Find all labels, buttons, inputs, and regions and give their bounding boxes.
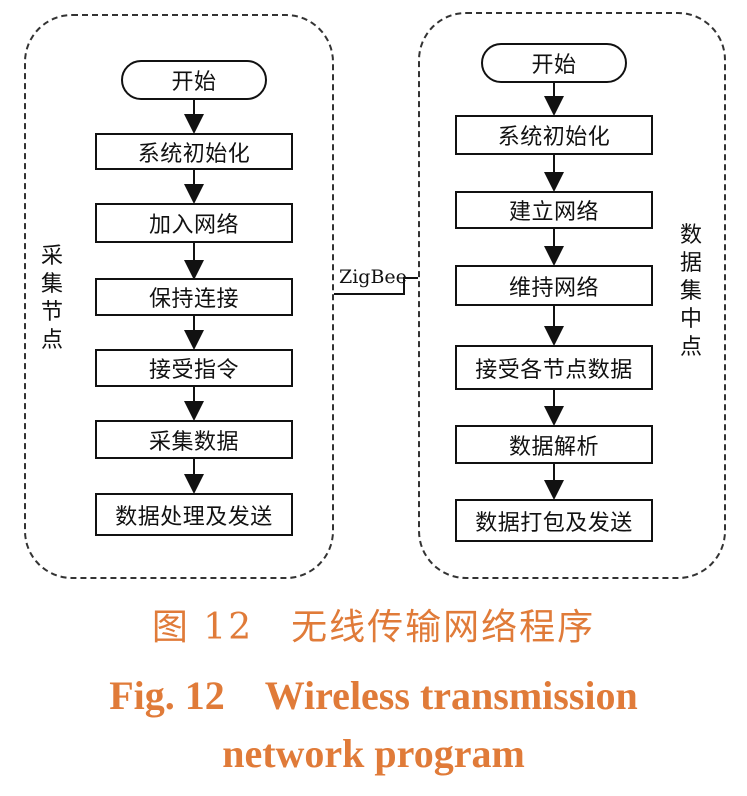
data-concentrator-label-char: 中 (680, 307, 703, 332)
right-step-pack-and-send: 数据打包及发送 (455, 499, 653, 542)
collection-node-label-char: 集 (41, 272, 64, 297)
left-step-process-and-send: 数据处理及发送 (95, 493, 293, 536)
data-concentrator-label-char: 集 (680, 279, 703, 304)
right-step-build-network: 建立网络 (455, 191, 653, 229)
left-step-system-init: 系统初始化 (95, 133, 293, 170)
collection-node-label-char: 采 (41, 244, 64, 269)
left-step-keep-connection: 保持连接 (95, 278, 293, 316)
right-start-terminal: 开始 (481, 43, 627, 83)
flowchart-diagram: 采 集 节 点 数 据 集 中 点 开始 系统初始化 加入网络 保持连接 接受指… (24, 12, 726, 579)
figure-caption-cn: 图 12 无线传输网络程序 (151, 607, 596, 648)
collection-node-label-char: 节 (41, 300, 64, 325)
collection-node-label: 采 集 节 点 (41, 243, 63, 355)
left-step-collect-data: 采集数据 (95, 420, 293, 459)
left-start-terminal: 开始 (121, 60, 267, 100)
figure-caption-en-line1: Fig. 12 Wireless transmission (109, 673, 638, 718)
figure-caption-en-line2: network program (222, 731, 525, 776)
data-concentrator-label-char: 数 (680, 223, 703, 248)
data-concentrator-label: 数 据 集 中 点 (680, 222, 702, 362)
data-concentrator-label-char: 点 (680, 335, 703, 360)
data-concentrator-label-char: 据 (680, 251, 703, 276)
right-step-receive-node-data: 接受各节点数据 (455, 345, 653, 390)
right-step-maintain-network: 维持网络 (455, 265, 653, 306)
flowchart-connectors (184, 83, 564, 500)
zigbee-link-line (334, 277, 418, 295)
left-step-receive-command: 接受指令 (95, 349, 293, 387)
collection-node-label-char: 点 (41, 328, 64, 353)
right-step-system-init: 系统初始化 (455, 115, 653, 155)
data-concentrator-region (418, 12, 726, 579)
collection-node-region (24, 14, 334, 579)
right-step-parse-data: 数据解析 (455, 425, 653, 464)
left-step-join-network: 加入网络 (95, 203, 293, 243)
zigbee-label: ZigBee (339, 266, 407, 288)
